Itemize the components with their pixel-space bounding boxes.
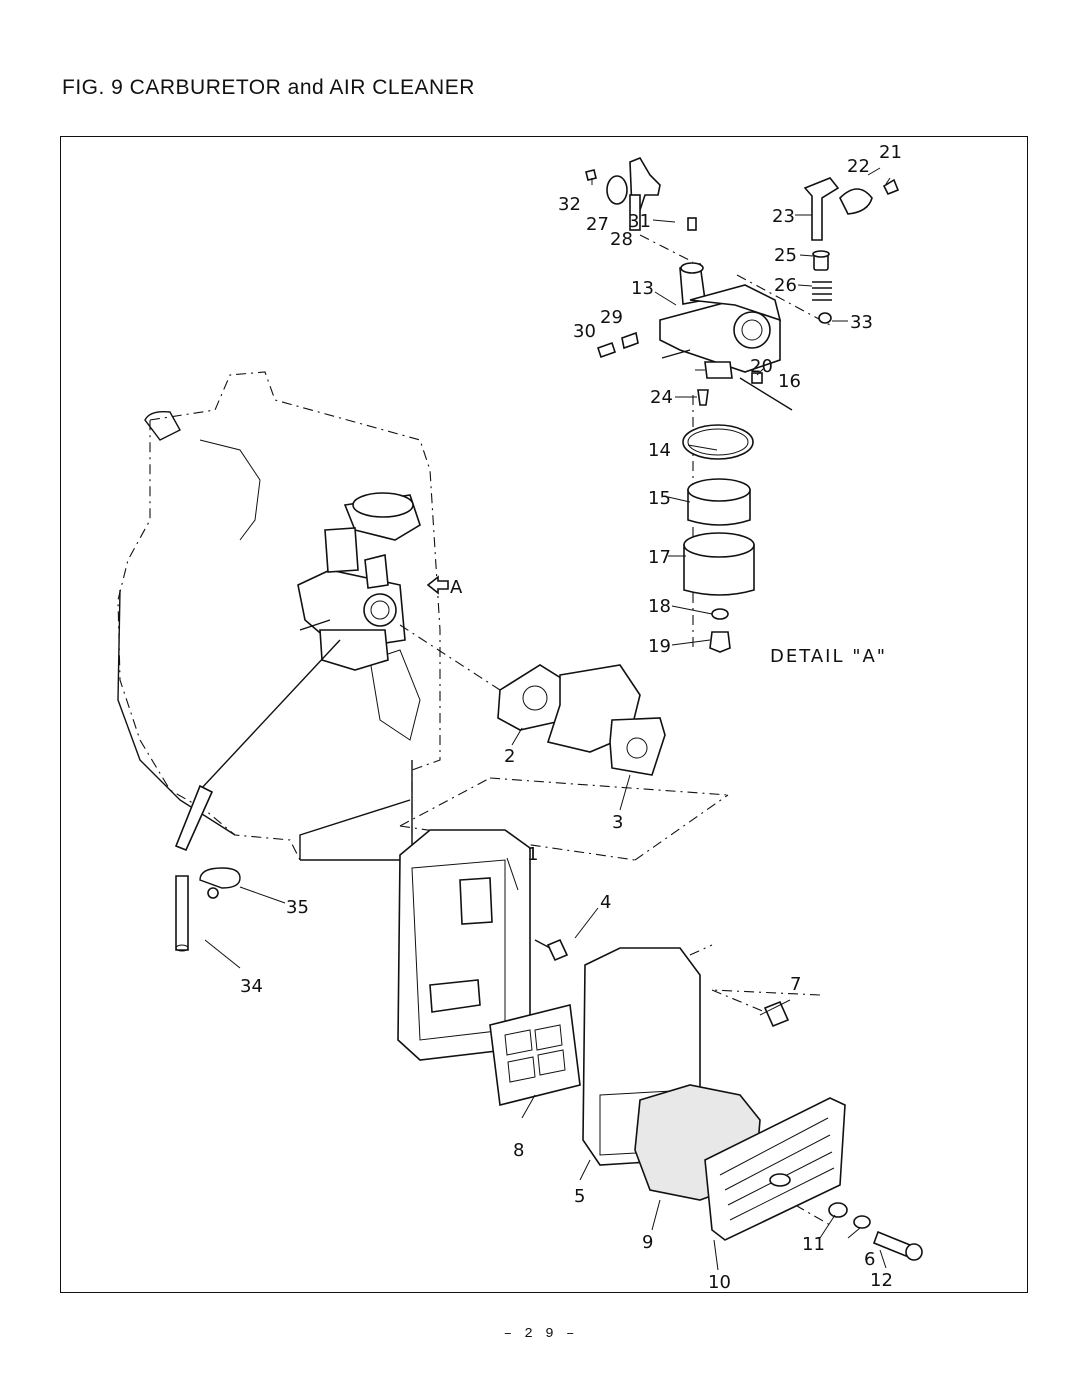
callout-numbers: 1 2 3 4 5 6 7 8 9 10 11 12 13 14 15 16 1… xyxy=(240,142,902,1293)
callout-34: 34 xyxy=(240,976,263,997)
callout-10: 10 xyxy=(708,1272,731,1293)
callout-7: 7 xyxy=(790,974,801,995)
callout-5: 5 xyxy=(574,1186,585,1207)
throttle-lever-assembly xyxy=(803,177,900,241)
figure-title: FIG. 9 CARBURETOR and AIR CLEANER xyxy=(62,76,475,99)
callout-21: 21 xyxy=(879,142,902,163)
diagram-frame xyxy=(60,136,1028,1293)
fuel-hose xyxy=(174,639,341,952)
bolt-7 xyxy=(763,1000,790,1028)
callout-9: 9 xyxy=(642,1232,653,1253)
callout-23: 23 xyxy=(772,206,795,227)
callout-29: 29 xyxy=(600,307,623,328)
callout-28: 28 xyxy=(610,229,633,250)
callout-27: 27 xyxy=(586,214,609,235)
detail-a-arrow: A xyxy=(426,575,463,598)
callout-18: 18 xyxy=(648,596,671,617)
air-cleaner-case xyxy=(397,829,531,1061)
callout-24: 24 xyxy=(650,387,673,408)
callout-4: 4 xyxy=(600,892,611,913)
gasket-3 xyxy=(609,717,666,776)
washers-and-bolt xyxy=(828,1202,923,1261)
callout-22: 22 xyxy=(847,156,870,177)
callout-25: 25 xyxy=(774,245,797,266)
float-bowl-stack xyxy=(682,424,755,653)
callout-17: 17 xyxy=(648,547,671,568)
page-number: – 2 9 – xyxy=(503,1326,577,1342)
callout-20: 20 xyxy=(750,356,773,377)
detail-a-marker: A xyxy=(450,577,463,598)
detail-a-label: DETAIL "A" xyxy=(770,646,887,667)
callout-31: 31 xyxy=(628,211,651,232)
callout-15: 15 xyxy=(648,488,671,509)
callout-12: 12 xyxy=(870,1270,893,1291)
carburetor-body xyxy=(659,217,782,379)
callout-16: 16 xyxy=(778,371,801,392)
callout-33: 33 xyxy=(850,312,873,333)
callout-14: 14 xyxy=(648,440,671,461)
callout-11: 11 xyxy=(802,1234,825,1255)
callout-13: 13 xyxy=(631,278,654,299)
hose-clip xyxy=(199,867,241,899)
callout-32: 32 xyxy=(558,194,581,215)
small-parts xyxy=(596,250,832,411)
filter-plate-10 xyxy=(704,1097,846,1241)
callout-19: 19 xyxy=(648,636,671,657)
callout-8: 8 xyxy=(513,1140,524,1161)
choke-lever-assembly xyxy=(585,157,661,231)
callout-3: 3 xyxy=(612,812,623,833)
callout-26: 26 xyxy=(774,275,797,296)
callout-30: 30 xyxy=(573,321,596,342)
callout-6: 6 xyxy=(864,1249,875,1270)
callout-35: 35 xyxy=(286,897,309,918)
air-cleaner-grid-8 xyxy=(489,1004,581,1106)
leader-lines xyxy=(204,167,891,1271)
callout-1: 1 xyxy=(527,844,538,865)
carburetor-installed xyxy=(297,492,421,671)
callout-2: 2 xyxy=(504,746,515,767)
bolt-4 xyxy=(534,938,569,962)
